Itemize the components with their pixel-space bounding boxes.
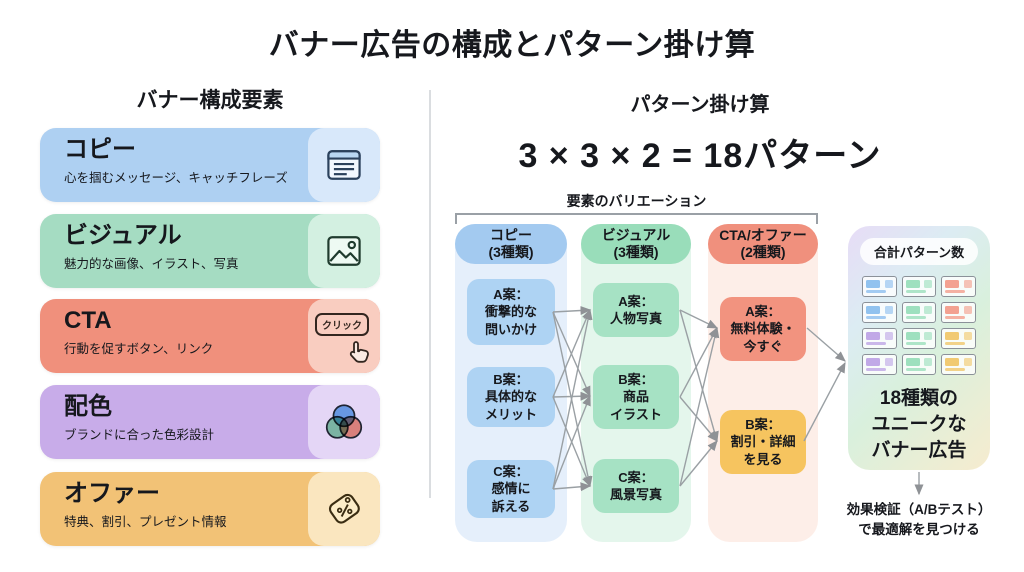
pattern-formula: 3 × 3 × 2 = 18パターン [518, 137, 882, 175]
image-icon [308, 214, 380, 288]
element-card-palette: 配色 ブランドに合った色彩設計 [40, 385, 380, 459]
pattern-grid [862, 276, 976, 375]
cta-option-a: A案： 無料体験・ 今すぐ [720, 297, 806, 361]
mini-banner-thumb [941, 276, 976, 297]
element-card-visual: ビジュアル 魅力的な画像、イラスト、写真 [40, 214, 380, 288]
column-count: (3種類) [613, 244, 659, 260]
column-count: (3種類) [488, 244, 534, 260]
mini-banner-thumb [941, 354, 976, 375]
mini-banner-thumb [862, 302, 897, 323]
cta-option-b: B案： 割引・詳細 を見る [720, 410, 806, 474]
card-title: CTA [64, 307, 112, 334]
card-desc: ブランドに合った色彩設計 [64, 427, 215, 442]
mini-banner-thumb [901, 302, 937, 323]
venn-icon [308, 385, 380, 459]
mini-banner-thumb [862, 328, 897, 349]
mini-banner-thumb [941, 328, 976, 349]
visual-option-b: B案： 商品 イラスト [593, 365, 679, 429]
tag-icon [308, 472, 380, 546]
card-title: オファー [64, 480, 160, 507]
mini-banner-thumb [941, 302, 976, 323]
card-desc: 特典、割引、プレゼント情報 [64, 514, 227, 529]
variation-bracket [455, 213, 818, 224]
column-count: (2種類) [740, 244, 786, 260]
visual-option-c: C案： 風景写真 [593, 459, 679, 513]
ab-test-caption: 効果検証（A/Bテスト） で最適解を見つける [846, 502, 992, 538]
click-icon: クリック [308, 299, 380, 373]
right-section-heading: パターン掛け算 [630, 94, 770, 116]
mini-banner-thumb [862, 354, 897, 375]
column-title: コピー [490, 227, 532, 244]
document-icon [308, 128, 380, 202]
pointer-hand-icon [349, 341, 369, 363]
copy-option-c: C案： 感情に 訴える [467, 460, 555, 518]
card-desc: 行動を促すボタン、リンク [64, 341, 214, 356]
column-header-copy: コピー (3種類) [455, 224, 567, 264]
variation-label: 要素のバリエーション [566, 193, 707, 209]
element-card-cta: CTA 行動を促すボタン、リンク クリック [40, 299, 380, 373]
page-title: バナー広告の構成とパターン掛け算 [268, 29, 756, 62]
column-title: ビジュアル [601, 227, 671, 244]
flow-column-cta: CTA/オファー (2種類) [708, 224, 818, 542]
column-header-cta: CTA/オファー (2種類) [708, 224, 818, 264]
column-header-visual: ビジュアル (3種類) [581, 224, 691, 264]
column-title: CTA/オファー [719, 227, 807, 244]
panel-header: 合計パターン数 [860, 238, 978, 265]
mini-banner-thumb [901, 276, 937, 297]
result-text: 18種類の ユニークな バナー広告 [871, 388, 967, 462]
copy-option-b: B案： 具体的な メリット [467, 367, 555, 427]
card-title: 配色 [64, 393, 112, 420]
card-title: コピー [64, 136, 136, 163]
visual-option-a: A案： 人物写真 [593, 283, 679, 337]
card-desc: 心を掴むメッセージ、キャッチフレーズ [64, 170, 288, 185]
mini-banner-thumb [901, 328, 937, 349]
click-button-label: クリック [315, 313, 369, 336]
card-title: ビジュアル [64, 222, 182, 249]
mini-banner-thumb [862, 276, 897, 297]
element-card-offer: オファー 特典、割引、プレゼント情報 [40, 472, 380, 546]
element-card-copy: コピー 心を掴むメッセージ、キャッチフレーズ [40, 128, 380, 202]
mini-banner-thumb [901, 354, 937, 375]
left-section-heading: バナー構成要素 [136, 89, 284, 112]
total-patterns-panel: 合計パターン数 18種類の ユニークな バナー広告 [848, 226, 990, 470]
section-divider [429, 90, 431, 498]
card-desc: 魅力的な画像、イラスト、写真 [64, 256, 239, 271]
copy-option-a: A案： 衝撃的な 問いかけ [467, 279, 555, 345]
